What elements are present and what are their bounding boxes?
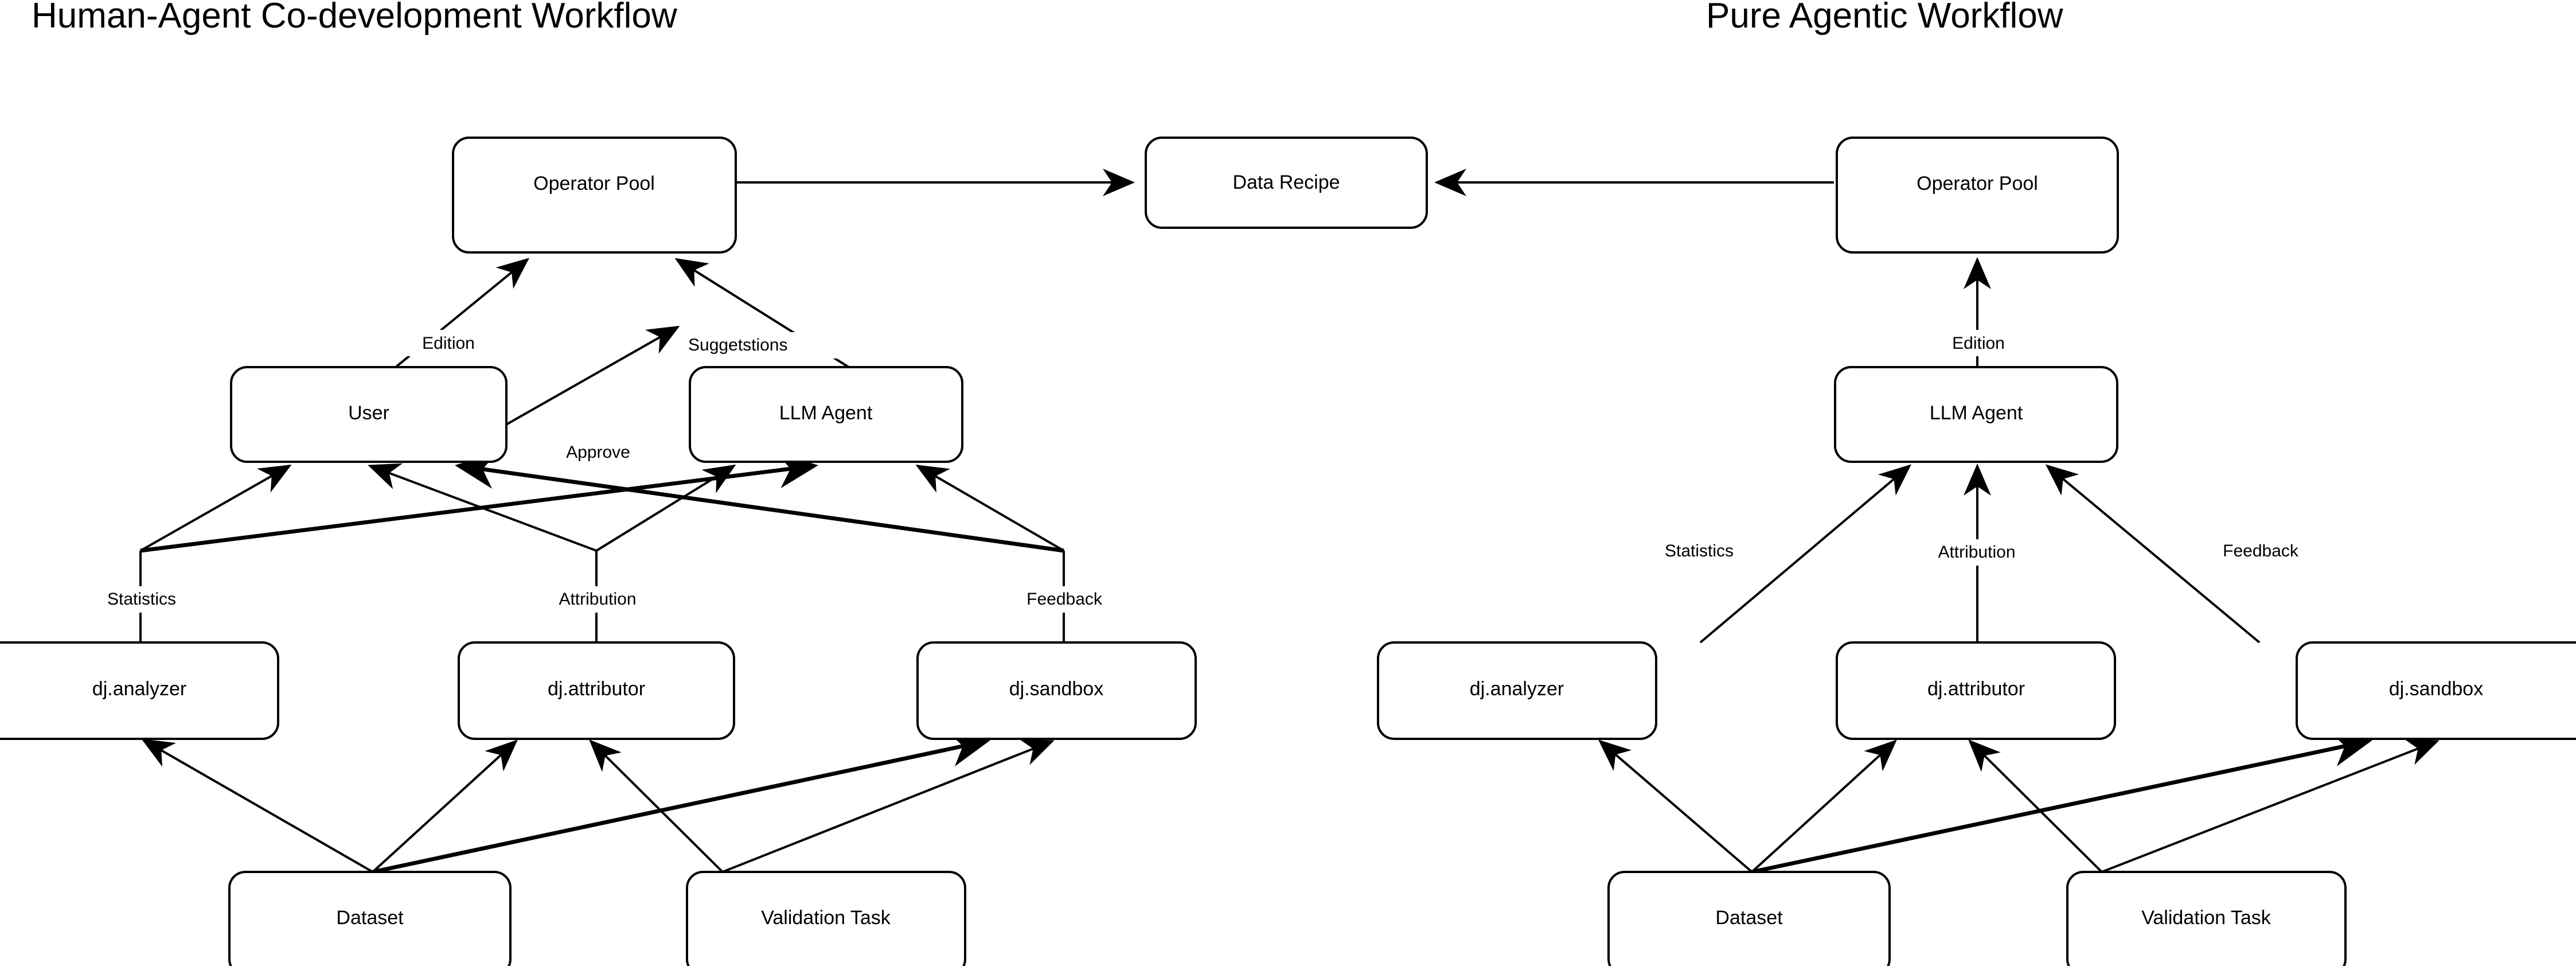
node-box-dj-analyzer-left[interactable] xyxy=(0,641,279,740)
node-label-dj-analyzer-left: dj.analyzer xyxy=(92,678,186,700)
edge-feedback-to-user xyxy=(455,453,1064,553)
node-box-validation-task-left[interactable] xyxy=(686,871,966,966)
node-validation-task-right[interactable]: Validation Task xyxy=(2066,871,2347,966)
node-box-dj-analyzer-right[interactable] xyxy=(1377,641,1657,740)
node-label-dj-attributor-right: dj.attributor xyxy=(1927,678,2025,700)
edge-label-edition-right: Edition xyxy=(1952,334,2005,353)
node-box-dj-attributor-left[interactable] xyxy=(458,641,735,740)
node-box-dj-sandbox-left[interactable] xyxy=(916,641,1197,740)
edge-label-feedback-left: Feedback xyxy=(1027,590,1103,609)
node-label-validation-task-left: Validation Task xyxy=(761,907,891,929)
label-bg-feedback-right xyxy=(2199,538,2323,564)
edge-attribution-to-user xyxy=(368,463,597,552)
label-bg-statistics-right xyxy=(1637,538,1761,564)
node-data-recipe[interactable]: Data Recipe xyxy=(1145,137,1428,229)
edges-left-panel xyxy=(139,169,1135,874)
node-dataset-left[interactable]: Dataset xyxy=(228,871,512,966)
edge-djanalyzer-right-to-llmagent-statistics xyxy=(1699,464,1912,644)
node-dataset-right[interactable]: Dataset xyxy=(1607,871,1891,966)
node-box-operator-pool-left[interactable] xyxy=(452,137,737,254)
label-bg-suggestions-left xyxy=(687,332,848,359)
node-llm-agent-left[interactable]: LLM Agent xyxy=(689,366,963,463)
node-label-user: User xyxy=(348,402,389,424)
label-bg-feedback-left xyxy=(1004,586,1127,613)
node-dj-attributor-left[interactable]: dj.attributor xyxy=(458,641,735,740)
edge-label-suggestions-left: Suggetstions xyxy=(688,336,787,355)
node-label-operator-pool-left: Operator Pool xyxy=(533,173,655,194)
edge-label-attribution-left: Attribution xyxy=(559,590,636,609)
node-dj-analyzer-left[interactable]: dj.analyzer xyxy=(0,641,279,740)
node-dj-sandbox-left[interactable]: dj.sandbox xyxy=(916,641,1197,740)
label-bg-approve-left xyxy=(542,439,654,466)
node-user[interactable]: User xyxy=(230,366,508,463)
panel-title-right: Pure Agentic Workflow xyxy=(1706,0,2063,36)
node-dj-sandbox-right[interactable]: dj.sandbox xyxy=(2296,641,2576,740)
edge-labels-right: Edition Statistics Attribution Feedback xyxy=(1637,330,2323,566)
node-box-user[interactable] xyxy=(230,366,508,463)
edge-dataset-right-to-djsandbox xyxy=(1751,731,2372,874)
edge-validationtask-to-djattributor xyxy=(589,739,724,873)
node-label-dataset-right: Dataset xyxy=(1715,907,1783,929)
node-validation-task-left[interactable]: Validation Task xyxy=(686,871,966,966)
edge-user-approve xyxy=(506,326,680,426)
node-box-operator-pool-right[interactable] xyxy=(1836,137,2119,254)
node-box-dj-attributor-right[interactable] xyxy=(1836,641,2116,740)
edge-labels-left: Edition Suggetstions Approve Statistics … xyxy=(80,330,1127,613)
edge-statistics-to-user xyxy=(140,465,292,552)
edge-dataset-to-djattributor xyxy=(372,739,518,873)
node-label-llm-agent-left: LLM Agent xyxy=(779,402,873,424)
node-label-dj-analyzer-right: dj.analyzer xyxy=(1470,678,1564,700)
edge-label-attribution-right: Attribution xyxy=(1938,543,2015,562)
label-bg-edition-left xyxy=(396,330,502,356)
node-label-data-recipe: Data Recipe xyxy=(1232,172,1340,193)
label-bg-edition-right xyxy=(1927,330,2030,356)
node-llm-agent-right[interactable]: LLM Agent xyxy=(1834,366,2118,463)
node-operator-pool-left[interactable]: Operator Pool xyxy=(452,137,737,254)
edge-label-statistics-left: Statistics xyxy=(107,590,176,609)
edge-dataset-right-to-djanalyzer xyxy=(1598,739,1753,873)
edge-djsandbox-right-to-llmagent-feedback xyxy=(2045,464,2261,644)
label-bg-attribution-right xyxy=(1910,539,2044,566)
edge-label-approve-left: Approve xyxy=(566,443,630,462)
node-dj-analyzer-right[interactable]: dj.analyzer xyxy=(1377,641,1657,740)
edge-label-statistics-right: Statistics xyxy=(1665,542,1734,560)
node-box-dj-sandbox-right[interactable] xyxy=(2296,641,2576,740)
edges-right-panel xyxy=(1434,169,2440,874)
label-bg-attribution-left xyxy=(530,586,665,613)
node-box-dataset-right[interactable] xyxy=(1607,871,1891,966)
edge-attribution-to-llmagent xyxy=(595,464,736,552)
edge-label-edition-left: Edition xyxy=(422,334,475,353)
node-box-llm-agent-left[interactable] xyxy=(689,366,963,463)
label-bg-statistics-left xyxy=(80,586,204,613)
edge-dataset-to-djanalyzer xyxy=(141,739,373,873)
node-label-operator-pool-right: Operator Pool xyxy=(1917,173,2038,194)
edge-feedback-to-llmagent xyxy=(915,464,1065,552)
edge-validationtask-right-to-djattributor xyxy=(1968,739,2103,873)
edge-validationtask-to-djsandbox xyxy=(722,739,1055,873)
node-box-validation-task-right[interactable] xyxy=(2066,871,2347,966)
edge-dataset-to-djsandbox xyxy=(372,731,990,874)
node-dj-attributor-right[interactable]: dj.attributor xyxy=(1836,641,2116,740)
node-box-dataset-left[interactable] xyxy=(228,871,512,966)
node-label-dj-sandbox-right: dj.sandbox xyxy=(2389,678,2483,700)
node-operator-pool-right[interactable]: Operator Pool xyxy=(1836,137,2119,254)
node-label-dj-sandbox-left: dj.sandbox xyxy=(1009,678,1103,700)
node-label-dataset-left: Dataset xyxy=(336,907,404,929)
node-label-llm-agent-right: LLM Agent xyxy=(1930,402,2023,424)
node-label-dj-attributor-left: dj.attributor xyxy=(548,678,645,700)
node-box-data-recipe[interactable] xyxy=(1145,137,1428,229)
node-box-llm-agent-right[interactable] xyxy=(1834,366,2118,463)
edge-label-feedback-right: Feedback xyxy=(2223,542,2299,560)
edge-validationtask-right-to-djsandbox xyxy=(2101,739,2440,873)
node-label-validation-task-right: Validation Task xyxy=(2141,907,2271,929)
panel-title-left: Human-Agent Co-development Workflow xyxy=(32,0,677,36)
edge-dataset-right-to-djattributor xyxy=(1751,739,1897,873)
